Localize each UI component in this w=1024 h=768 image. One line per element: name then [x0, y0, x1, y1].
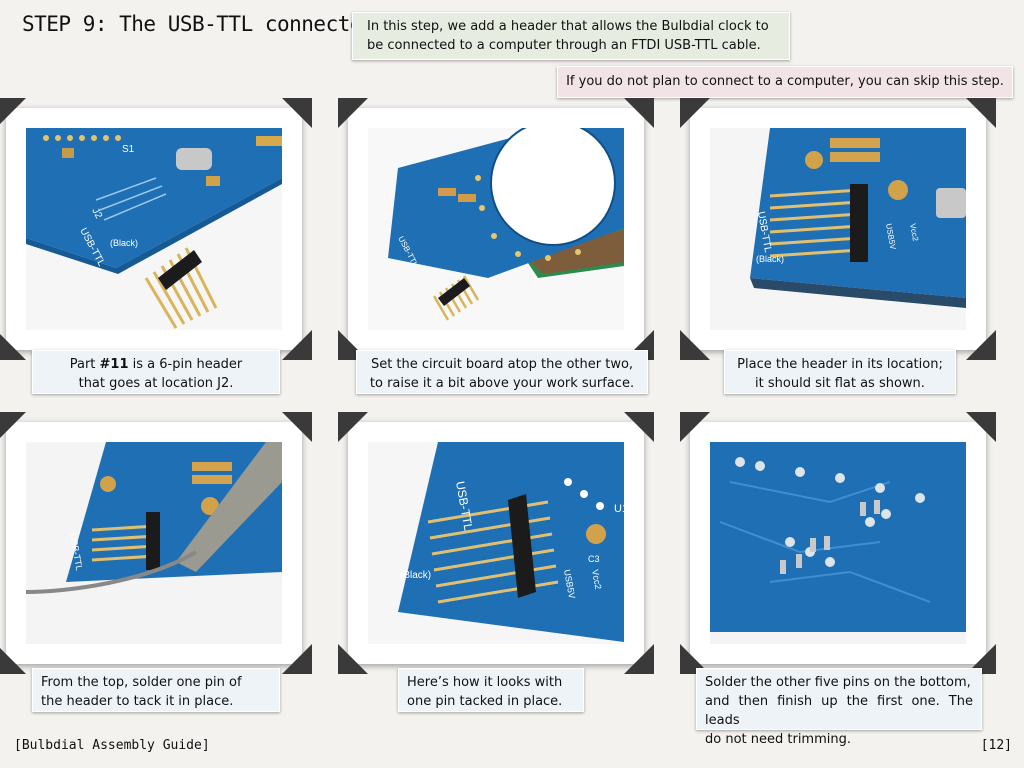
- intro-line-1: In this step, we add a header that allow…: [367, 19, 769, 34]
- pcb-label-c3-5: C3: [588, 554, 600, 564]
- photo-frame-3: USB-TTL (Black) USB5V Vcc2: [680, 98, 996, 360]
- footer-page-number: [12]: [980, 738, 1012, 753]
- photo-tacked-pin: USB-TTL (Black) USB5V Vcc2 U1 C3: [368, 442, 624, 644]
- frame-corner: [680, 412, 710, 442]
- photo-frame-4: USB-TTL: [0, 412, 312, 674]
- photo-frame-2: USB-TTL: [338, 98, 654, 360]
- caption-3: Place the header in its location; it sho…: [724, 350, 956, 394]
- caption-4: From the top, solder one pin of the head…: [32, 668, 280, 712]
- frame-corner: [338, 98, 368, 128]
- frame-corner: [338, 412, 368, 442]
- photo-frame-5: USB-TTL (Black) USB5V Vcc2 U1 C3: [338, 412, 654, 674]
- frame-corner: [624, 412, 654, 442]
- pcb-label-s1: S1: [122, 144, 135, 155]
- pcb-label-black-3: (Black): [756, 254, 784, 264]
- footer-guide-name: [Bulbdial Assembly Guide]: [14, 738, 210, 753]
- photo-frame-1: USB-TTL J2 (Black) S1: [0, 98, 312, 360]
- frame-corner: [0, 98, 26, 128]
- photo-header-in-place: USB-TTL (Black) USB5V Vcc2: [710, 128, 966, 330]
- pcb-label-vcc2-5: Vcc2: [590, 569, 603, 590]
- frame-corner: [338, 644, 368, 674]
- frame-corner: [282, 644, 312, 674]
- frame-corner: [966, 98, 996, 128]
- skip-note: If you do not plan to connect to a compu…: [557, 66, 1013, 98]
- photo-soldering-tack: USB-TTL: [26, 442, 282, 644]
- frame-corner: [282, 412, 312, 442]
- frame-corner: [966, 330, 996, 360]
- frame-corner: [680, 98, 710, 128]
- part-number: #11: [99, 357, 129, 372]
- intro-line-2: be connected to a computer through an FT…: [367, 38, 761, 53]
- pcb-label-black: (Black): [110, 238, 138, 248]
- photo-frame-6: [680, 412, 996, 674]
- pcb-label-j2: J2: [89, 206, 104, 221]
- pcb-label-u1-5: U1: [614, 503, 624, 515]
- intro-note: In this step, we add a header that allow…: [352, 12, 790, 60]
- frame-corner: [624, 98, 654, 128]
- caption-6: Solder the other five pins on the bottom…: [696, 668, 982, 747]
- frame-corner: [282, 330, 312, 360]
- photo-pcb-and-header: USB-TTL J2 (Black) S1: [26, 128, 282, 330]
- pcb-label-vcc2-3: Vcc2: [908, 223, 920, 243]
- frame-corner: [282, 98, 312, 128]
- frame-corner: [624, 644, 654, 674]
- frame-corner: [680, 330, 710, 360]
- pcb-label-black-5: (Black): [400, 570, 431, 581]
- frame-corner: [0, 644, 26, 674]
- caption-2: Set the circuit board atop the other two…: [356, 350, 648, 394]
- photo-stacked-boards: USB-TTL: [368, 128, 624, 330]
- photo-board-bottom: [710, 442, 966, 644]
- caption-1: Part #11 is a 6-pin header that goes at …: [32, 350, 280, 394]
- frame-corner: [0, 330, 26, 360]
- page-title: STEP 9: The USB-TTL connector: [22, 12, 375, 36]
- frame-corner: [966, 412, 996, 442]
- caption-5: Here’s how it looks with one pin tacked …: [398, 668, 584, 712]
- frame-corner: [0, 412, 26, 442]
